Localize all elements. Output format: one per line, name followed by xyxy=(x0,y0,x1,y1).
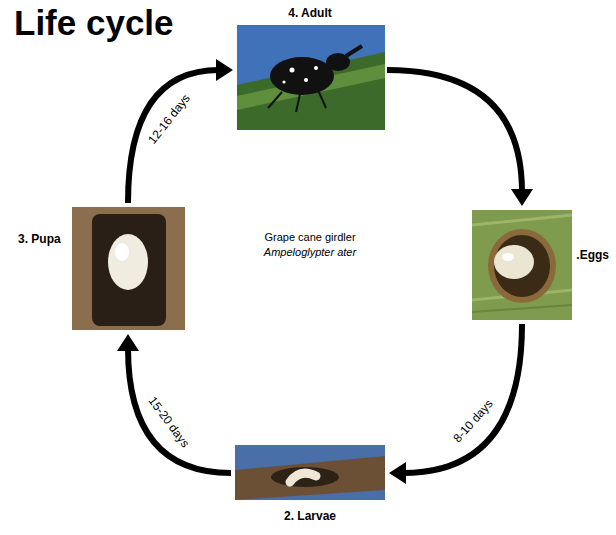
common-name: Grape cane girdler xyxy=(264,230,355,245)
stage-node: 3. Pupa xyxy=(16,205,186,332)
stage-node: .Eggs xyxy=(470,208,612,322)
scientific-name: Ampeloglypter ater xyxy=(264,245,356,260)
arrow-head xyxy=(511,189,533,206)
species-name-block: Grape cane girdlerAmpeloglypter ater xyxy=(232,230,388,260)
stage-label: .Eggs xyxy=(576,248,609,262)
arrow-line xyxy=(128,70,219,203)
eggs-photo xyxy=(472,210,572,320)
stage-node: 4. Adult xyxy=(235,5,385,130)
adult-photo xyxy=(237,25,385,130)
stage-label: 4. Adult xyxy=(288,6,332,20)
arrow-line xyxy=(387,70,522,192)
cycle-arrow xyxy=(387,70,533,206)
larva-photo xyxy=(235,445,385,500)
arrow-line xyxy=(128,348,231,473)
stage-node: 2. Larvae xyxy=(233,443,387,525)
pupa-photo xyxy=(72,207,185,330)
cycle-arrow xyxy=(389,324,522,484)
stage-label: 3. Pupa xyxy=(18,232,61,246)
arrow-line xyxy=(403,324,522,473)
arrow-head xyxy=(216,59,233,81)
arrow-head xyxy=(117,334,139,351)
cycle-arrow xyxy=(117,334,231,473)
arrow-head xyxy=(389,462,406,484)
diagram-title: Life cycle xyxy=(14,3,174,43)
stage-label: 2. Larvae xyxy=(284,509,336,523)
cycle-arrow xyxy=(128,59,233,203)
